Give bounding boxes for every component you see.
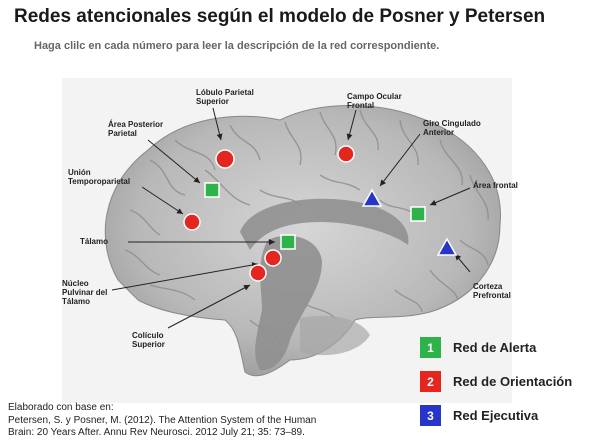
- label-area-frontal: Área frontal: [473, 181, 518, 190]
- page-title: Redes atencionales según el modelo de Po…: [14, 6, 546, 27]
- legend-item-orientacion[interactable]: 2 Red de Orientación: [420, 371, 572, 392]
- citation-line-2: Petersen, S. y Posner, M. (2012). The At…: [8, 414, 317, 426]
- marker-lobulo-parietal-superior[interactable]: [215, 149, 235, 169]
- label-giro-cingulado-anterior: Giro Cingulado Anterior: [423, 119, 481, 137]
- label-area-posterior-parietal: Área Posterior Parietal: [108, 120, 163, 138]
- label-line: Superior: [132, 340, 165, 349]
- legend-label-orientacion: Red de Orientación: [453, 374, 573, 389]
- label-line: Área Posterior: [108, 120, 164, 129]
- label-talamo: Tálamo: [80, 237, 108, 246]
- page-subtitle: Haga clilc en cada número para leer la d…: [34, 40, 440, 52]
- executive-markers: [361, 188, 458, 256]
- label-line: Anterior: [423, 128, 455, 137]
- legend-label-ejecutiva: Red Ejecutiva: [453, 408, 539, 423]
- marker-corteza-prefrontal[interactable]: [436, 237, 458, 256]
- label-lobulo-parietal-superior: Lóbulo Parietal Superior: [196, 88, 254, 106]
- label-campo-ocular-frontal: Campo Ocular Frontal: [347, 92, 402, 110]
- corpus-callosum: [240, 198, 409, 250]
- marker-campo-ocular-frontal[interactable]: [337, 145, 355, 163]
- citation: Elaborado con base en: Petersen, S. y Po…: [8, 402, 316, 440]
- legend-number-2[interactable]: 2: [420, 371, 441, 392]
- label-union-temporoparietal: Unión Temporoparietal: [68, 168, 130, 186]
- label-line: Corteza: [473, 282, 503, 291]
- orientation-markers: [183, 145, 355, 282]
- label-line: Colículo: [132, 331, 164, 340]
- brainstem: [255, 235, 322, 371]
- label-line: Núcleo: [62, 279, 89, 288]
- label-line: Superior: [196, 97, 229, 106]
- pointer-lines: [111, 107, 471, 329]
- marker-coliculo-superior[interactable]: [249, 264, 267, 282]
- marker-area-posterior-parietal[interactable]: [204, 182, 220, 198]
- label-line: Pulvinar del: [62, 288, 108, 297]
- label-line: Campo Ocular: [347, 92, 402, 101]
- label-coliculo-superior: Colículo Superior: [132, 331, 165, 349]
- label-line: Área frontal: [473, 181, 518, 190]
- legend-item-ejecutiva[interactable]: 3 Red Ejecutiva: [420, 405, 538, 426]
- marker-nucleo-pulvinar[interactable]: [264, 249, 282, 267]
- alert-markers: [204, 182, 426, 250]
- label-line: Frontal: [347, 101, 375, 110]
- marker-union-temporoparietal[interactable]: [183, 213, 201, 231]
- label-line: Temporoparietal: [68, 177, 131, 186]
- label-line: Giro Cingulado: [423, 119, 481, 128]
- marker-talamo[interactable]: [280, 234, 296, 250]
- legend-number-3[interactable]: 3: [420, 405, 441, 426]
- legend-item-alerta[interactable]: 1 Red de Alerta: [420, 337, 536, 358]
- label-line: Prefrontal: [473, 291, 511, 300]
- legend-number-1[interactable]: 1: [420, 337, 441, 358]
- citation-line-3: Brain: 20 Years After. Annu Rev Neurosci…: [8, 427, 305, 438]
- label-line: Tálamo: [62, 297, 91, 306]
- brain-gyri: [124, 109, 489, 346]
- cerebellum: [300, 315, 370, 356]
- label-line: Parietal: [108, 129, 137, 138]
- citation-line-1: Elaborado con base en:: [8, 402, 114, 413]
- marker-giro-cingulado-anterior[interactable]: [361, 188, 383, 207]
- label-corteza-prefrontal: Corteza Prefrontal: [473, 282, 511, 300]
- label-line: Lóbulo Parietal: [196, 88, 254, 97]
- legend-label-alerta: Red de Alerta: [453, 340, 537, 355]
- label-line: Unión: [68, 168, 91, 177]
- label-line: Tálamo: [80, 237, 109, 246]
- marker-area-frontal[interactable]: [410, 206, 426, 222]
- label-nucleo-pulvinar: Núcleo Pulvinar del Tálamo: [62, 279, 107, 306]
